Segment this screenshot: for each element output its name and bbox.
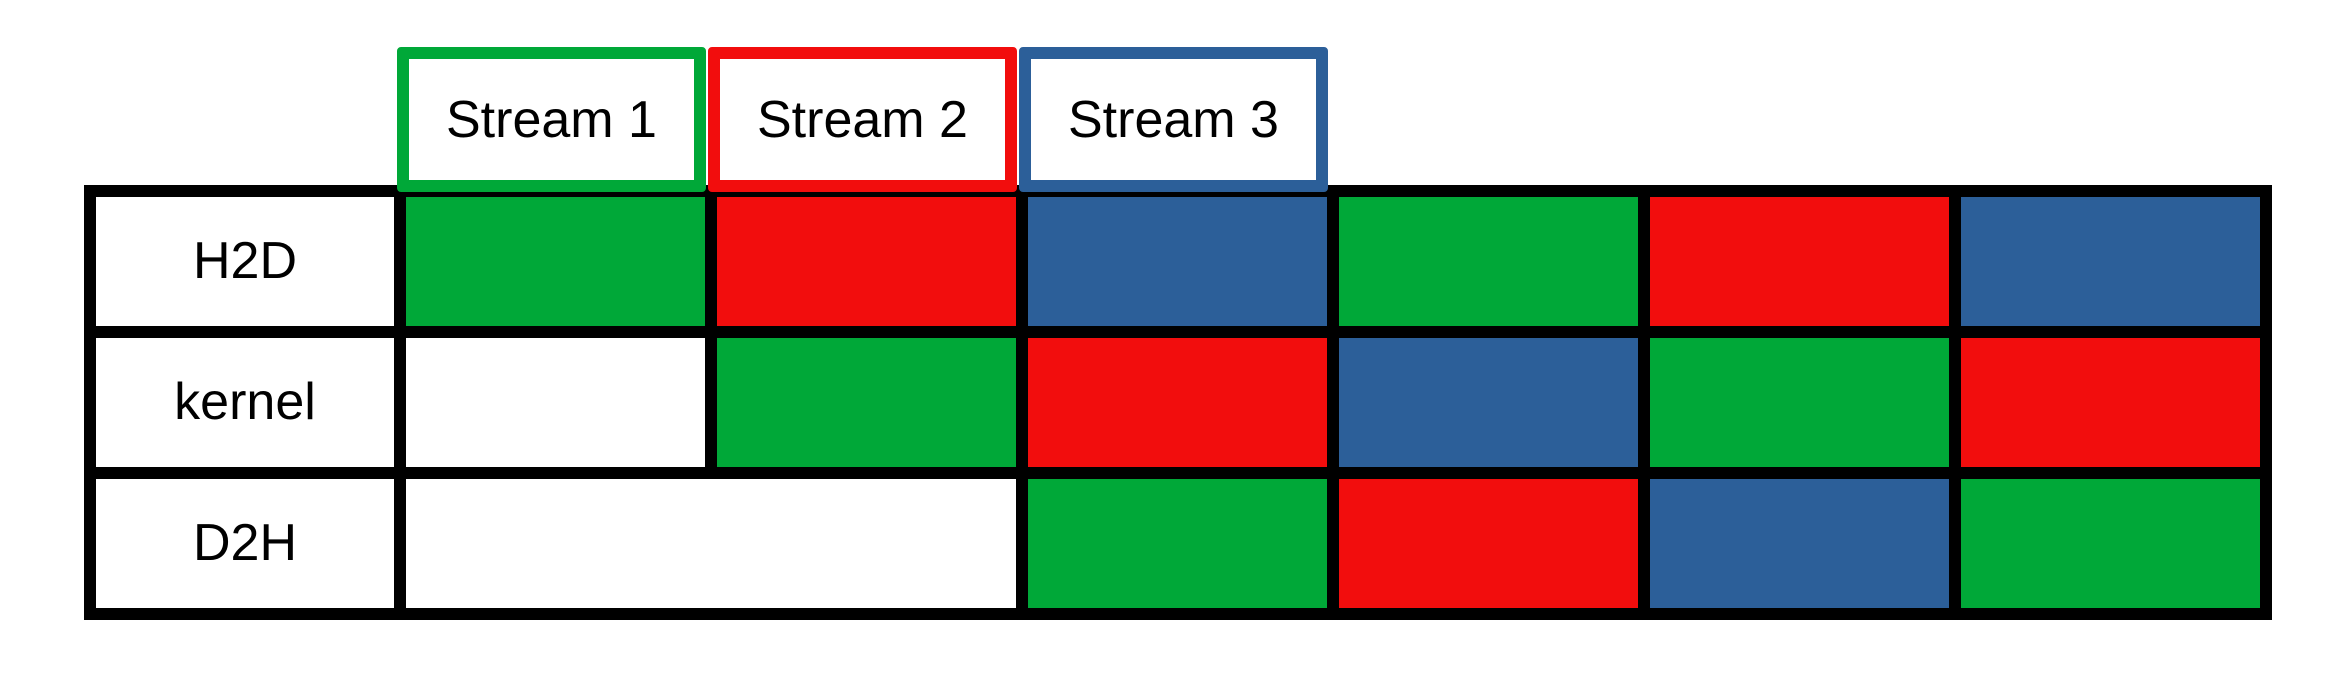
- cell-h2d-6: [1955, 191, 2266, 332]
- cell-h2d-2: [711, 191, 1022, 332]
- cell-d2h-5: [1644, 473, 1955, 614]
- cell-kernel-4: [1333, 332, 1644, 473]
- cell-d2h-3: [1022, 473, 1333, 614]
- row-label-d2h: D2H: [192, 514, 298, 572]
- cell-kernel-6: [1955, 332, 2266, 473]
- cell-d2h-4: [1333, 473, 1644, 614]
- legend-stream-3-label: Stream 3: [1068, 90, 1279, 149]
- row-label-kernel: kernel: [174, 373, 316, 431]
- cell-d2h-1: [400, 473, 711, 614]
- cell-kernel-5: [1644, 332, 1955, 473]
- legend-stream-2-label: Stream 2: [757, 90, 968, 149]
- legend-stream-2: Stream 2: [708, 47, 1017, 192]
- legend-stream-1: Stream 1: [397, 47, 706, 192]
- row-label-h2d: H2D: [192, 232, 298, 290]
- legend-stream-3: Stream 3: [1019, 47, 1328, 192]
- cell-kernel-3: [1022, 332, 1333, 473]
- cell-h2d-5: [1644, 191, 1955, 332]
- legend-stream-1-label: Stream 1: [446, 90, 657, 149]
- cell-kernel-2: [711, 332, 1022, 473]
- cell-d2h-2: [711, 473, 1022, 614]
- cell-h2d-1: [400, 191, 711, 332]
- cell-h2d-3: [1022, 191, 1333, 332]
- cell-h2d-4: [1333, 191, 1644, 332]
- cell-d2h-6: [1955, 473, 2266, 614]
- cell-kernel-1: [400, 332, 711, 473]
